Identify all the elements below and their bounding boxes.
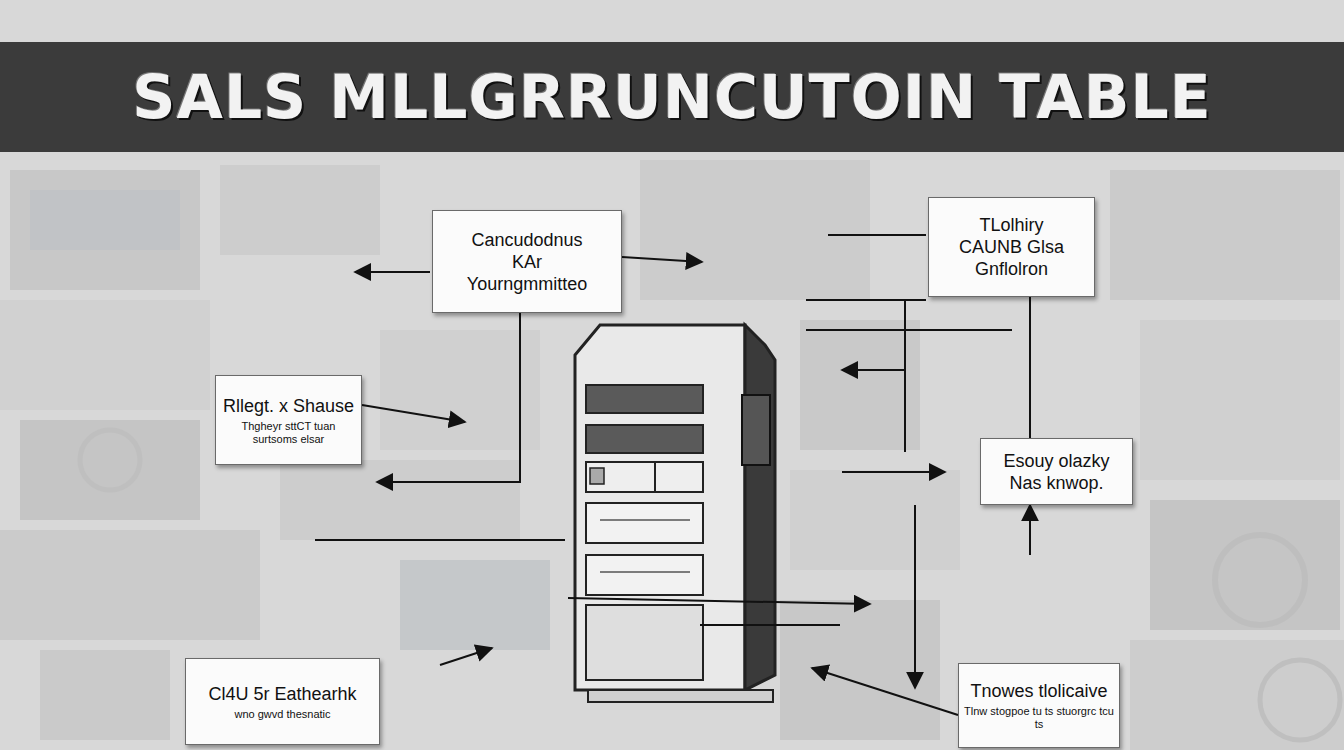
box-body: Thgheyr sttCT tuan surtsoms elsar <box>221 420 356 446</box>
title-banner: SALS MLLGRRUNCUTOIN TABLE <box>0 42 1344 152</box>
box-heading: TLolhiry CAUNB Glsa Gnflolron <box>947 214 1077 280</box>
box-heading: Tnowes tlolicaive <box>970 680 1107 702</box>
arrow-lines <box>315 235 1030 715</box>
box-body: Tlnw stogpoe tu ts stuorgrc tcu ts <box>964 705 1114 731</box>
box-heading: Cancudodnus KAr Yourngmmitteo <box>457 229 597 295</box>
box-body: wno gwvd thesnatic <box>235 708 331 721</box>
box-heading: Cl4U 5r Eathearhk <box>208 683 356 705</box>
box-heading: Esouy olazky Nas knwop. <box>994 450 1119 494</box>
box-heading: Rllegt. x Shause <box>223 395 354 417</box>
label-box: TLolhiry CAUNB Glsa Gnflolron <box>928 197 1095 297</box>
label-box: Esouy olazky Nas knwop. <box>980 438 1133 505</box>
label-box: Rllegt. x ShauseThgheyr sttCT tuan surts… <box>215 375 362 465</box>
server-tower <box>575 325 775 702</box>
label-box: Cl4U 5r Eathearhk wno gwvd thesnatic <box>185 658 380 745</box>
label-box: Tnowes tlolicaiveTlnw stogpoe tu ts stuo… <box>958 663 1120 748</box>
label-box: Cancudodnus KAr Yourngmmitteo <box>432 210 622 313</box>
